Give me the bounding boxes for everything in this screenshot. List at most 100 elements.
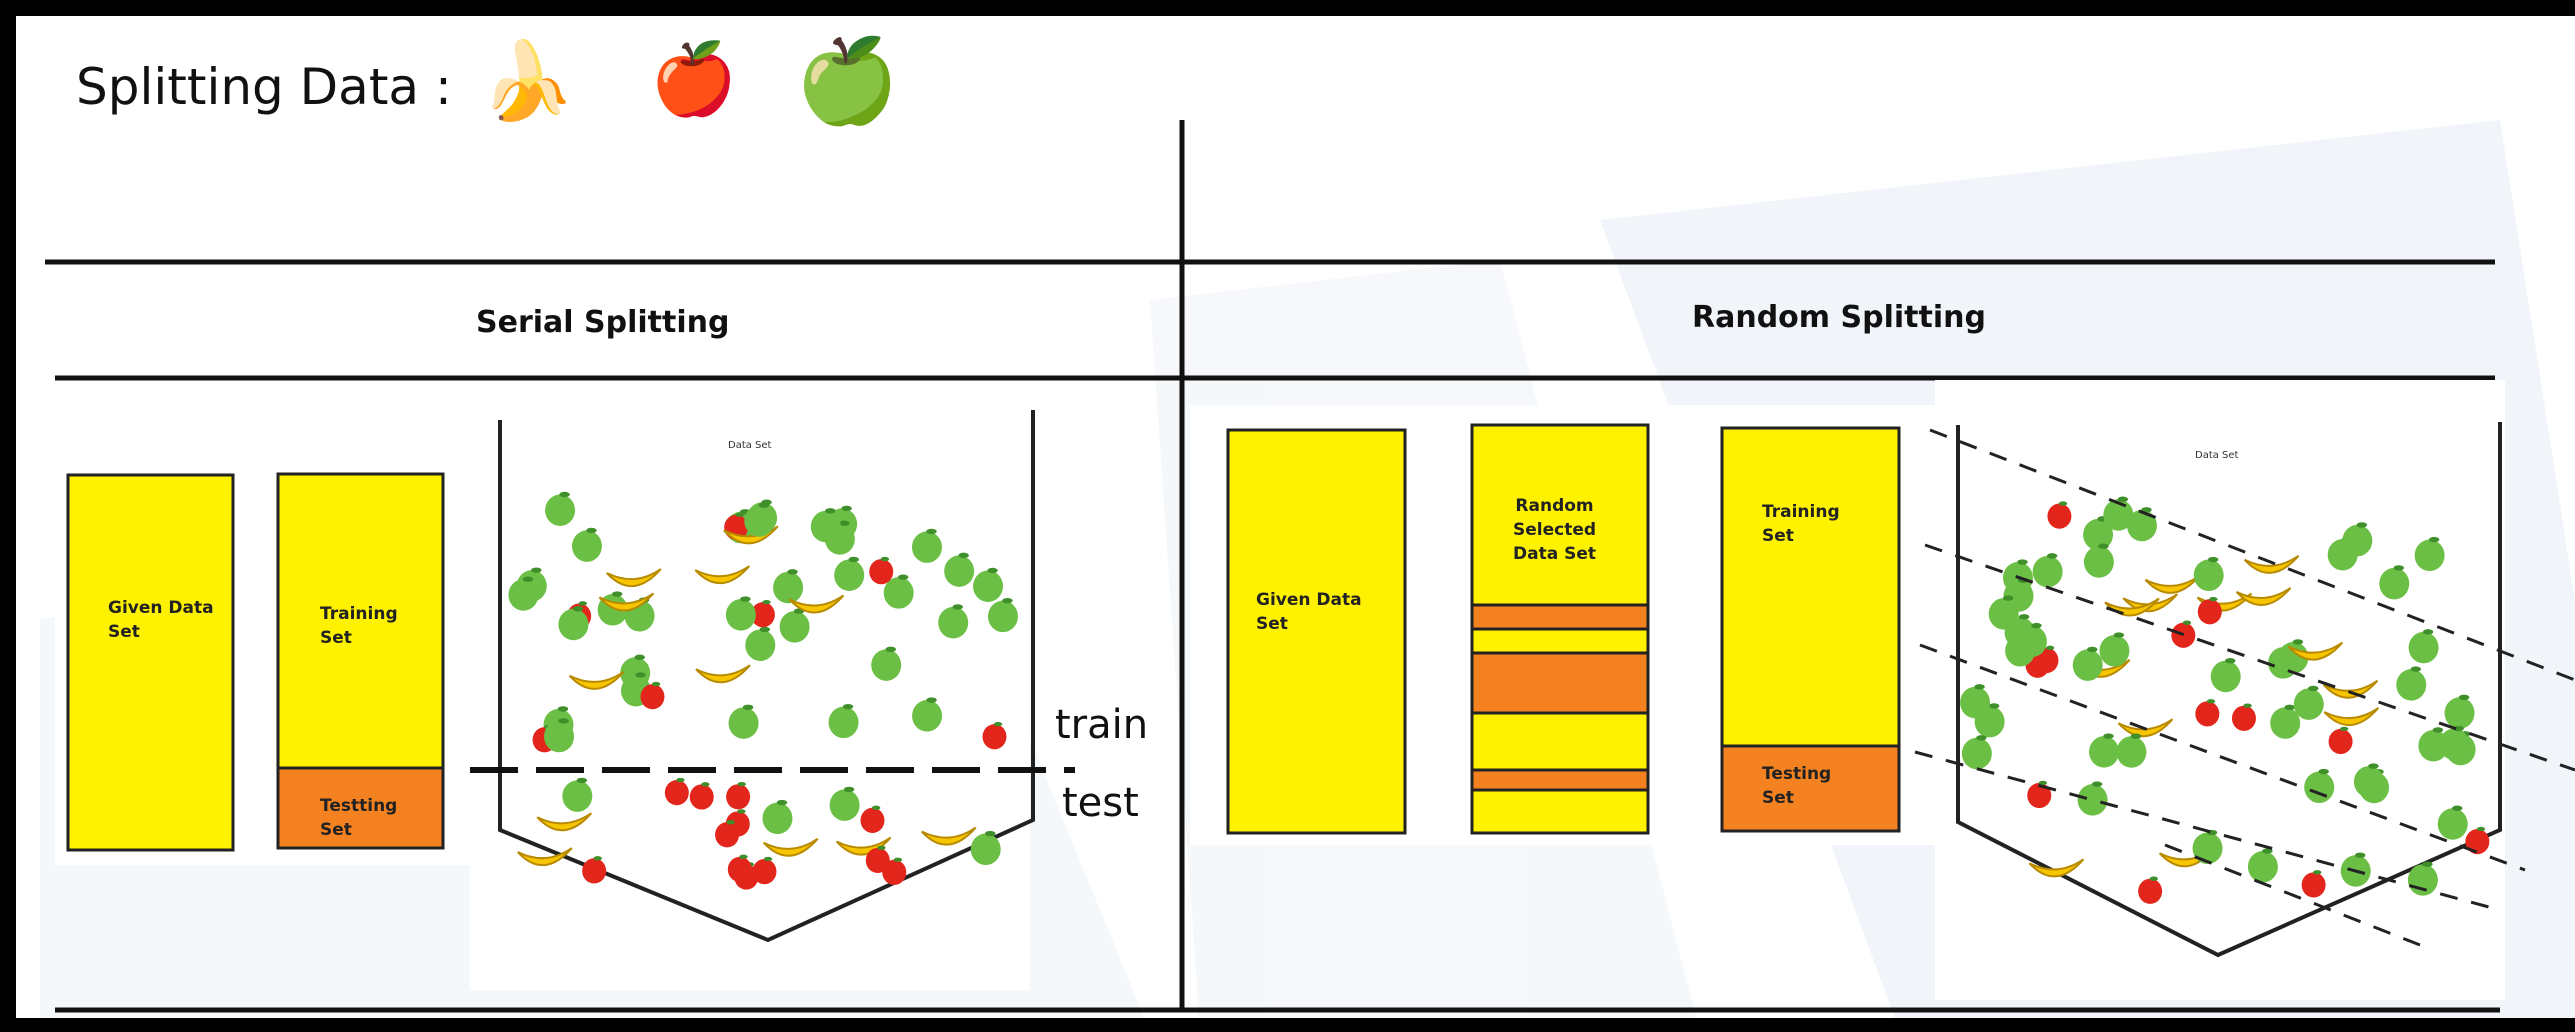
green-apple-icon (970, 830, 1001, 866)
green-apple-icon (2099, 632, 2130, 667)
random-training-label: Training Set (1762, 502, 1840, 546)
random-splitting-heading: Random Splitting (1692, 300, 1986, 335)
green-apple-icon (2270, 704, 2301, 739)
green-apple-icon (2083, 543, 2114, 578)
green-apple-icon (725, 596, 756, 631)
serial-bucket (498, 410, 1035, 943)
green-apple-icon (2210, 658, 2241, 693)
red-apple-icon (689, 782, 714, 810)
banana-icon (598, 592, 655, 612)
green-apple-icon (2293, 685, 2324, 720)
green-apple-icon (773, 569, 804, 604)
banana-icon (536, 812, 593, 832)
red-apple-icon (2231, 703, 2256, 731)
green-apple-icon (2414, 536, 2445, 572)
green-apple-icon (912, 697, 943, 732)
red-apple-icon (2328, 726, 2353, 755)
banana-icon (762, 837, 819, 857)
green-apple-icon (2396, 666, 2427, 701)
serial-splitting-heading: Serial Splitting (476, 305, 730, 340)
green-apple-icon (834, 556, 865, 591)
green-apple-icon (828, 703, 859, 739)
banana-icon (606, 568, 662, 588)
green-apple-icon (2379, 565, 2410, 600)
green-apple-icon (883, 574, 914, 609)
red-apple-icon (752, 856, 777, 885)
random-training-box (1720, 426, 1901, 748)
banana-icon (2322, 679, 2379, 699)
green-apple-icon (2353, 763, 2384, 798)
green-apple-icon (810, 508, 841, 543)
green-apple-icon (2126, 507, 2157, 542)
green-apple-icon (2342, 522, 2373, 557)
green-apple-icon (2193, 556, 2224, 592)
serial-dataset-label: Data Set (728, 440, 772, 451)
green-apple-icon (871, 646, 902, 681)
banana-icon (517, 847, 573, 867)
red-apple-icon (582, 856, 607, 884)
green-apple-icon (2278, 639, 2309, 674)
serial-training-label: Training Set (320, 604, 398, 648)
red-apple-icon (982, 721, 1007, 750)
green-apple-icon (2116, 733, 2147, 768)
banana-icon: 🍌 (480, 39, 575, 124)
red-apple-icon (2195, 699, 2220, 727)
green-apple-icon (2437, 805, 2468, 840)
green-apple-icon (2089, 733, 2120, 768)
green-apple-icon (1960, 684, 1991, 719)
red-apple-icon (727, 854, 752, 883)
green-apple-icon (2408, 629, 2439, 664)
serial-given-box (66, 473, 235, 852)
red-apple-icon (2301, 870, 2326, 898)
random-dashed-lines (1914, 428, 2575, 947)
page-title: Splitting Data : (76, 58, 452, 116)
green-apple-icon (728, 704, 759, 739)
green-apple-icon (944, 552, 975, 587)
green-apple-icon (938, 604, 969, 639)
serial-fruit-scatter (508, 491, 1018, 890)
green-apple-icon (762, 799, 793, 835)
random-testing-box (1720, 744, 1901, 833)
grid-lines (45, 120, 2500, 1013)
random-dataset-label: Data Set (2195, 450, 2239, 461)
green-apple-icon (2072, 646, 2103, 681)
random-selected-label: Random Selected Data Set (1513, 496, 1597, 564)
green-apple-icon (2032, 553, 2063, 588)
green-apple-icon (1988, 595, 2019, 630)
random-given-label: Given Data Set (1256, 590, 1362, 634)
red-apple-icon (664, 777, 689, 806)
banana-icon (2323, 707, 2380, 727)
green-apple-icon (571, 527, 602, 562)
green-apple-icon (2016, 622, 2047, 658)
green-apple-icon (911, 528, 942, 563)
green-apple-icon (544, 718, 575, 753)
random-given-box (1226, 428, 1407, 835)
banana-icon (2028, 858, 2085, 878)
random-bucket (1956, 422, 2502, 958)
red-apple-icon: 🍎 (650, 40, 738, 118)
green-apple-icon (562, 777, 593, 812)
serial-testing-box (276, 766, 445, 850)
banana-icon (723, 525, 779, 545)
random-testing-label: Testing Set (1762, 764, 1832, 808)
green-apple-icon (558, 606, 589, 641)
green-apple-icon (2077, 781, 2108, 816)
red-apple-icon (865, 845, 890, 874)
green-apple-icon (1961, 735, 1992, 770)
red-apple-icon (715, 820, 740, 848)
red-apple-icon (2138, 876, 2163, 904)
red-apple-icon (2027, 780, 2052, 809)
red-apple-icon (2465, 826, 2490, 855)
green-apple-icon (829, 786, 860, 821)
red-apple-icon (726, 782, 751, 810)
green-apple-icon (508, 576, 539, 611)
banana-icon (2287, 641, 2344, 661)
red-apple-icon (2197, 597, 2222, 625)
random-selected-stack (1470, 423, 1650, 835)
serial-given-label: Given Data Set (108, 598, 214, 642)
banana-icon (695, 664, 751, 684)
serial-training-box (276, 472, 445, 770)
